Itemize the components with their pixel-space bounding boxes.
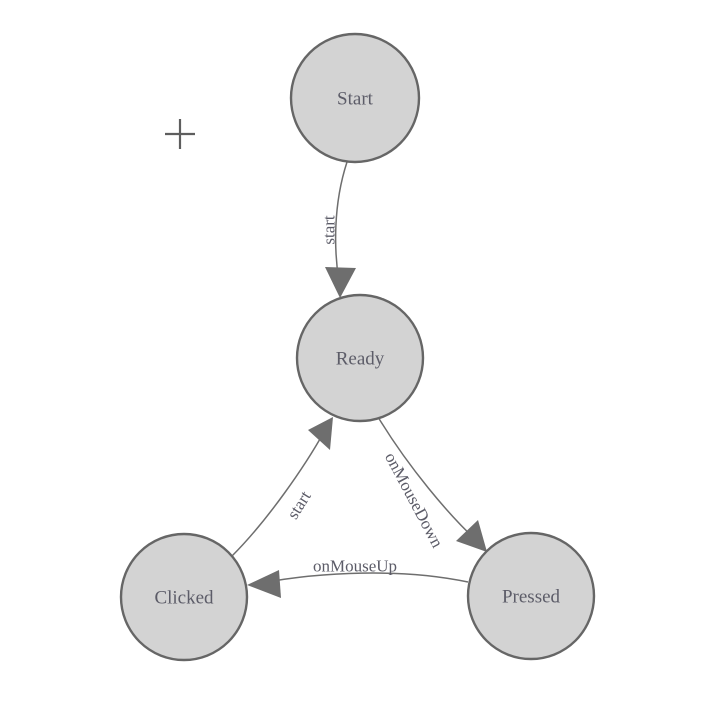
node-pressed-circle[interactable]	[466, 531, 596, 661]
node-ready-circle[interactable]	[295, 293, 425, 423]
node-clicked-label: Clicked	[154, 588, 214, 609]
edge-pressed-to-clicked-path	[261, 572, 469, 584]
edge-label-pressed-to-clicked: onMouseUp	[313, 557, 397, 576]
edge-clicked-to-ready-path	[231, 431, 325, 557]
edge-pressed-to-clicked-arrowhead	[247, 570, 281, 598]
node-start[interactable]: Start	[289, 32, 421, 164]
edge-ready-to-pressed[interactable]: onMouseDown	[377, 416, 487, 552]
node-ready[interactable]: Ready	[295, 293, 425, 423]
edge-label-clicked-to-ready: start	[283, 487, 315, 522]
node-clicked-circle[interactable]	[119, 532, 249, 662]
edge-label-ready-to-pressed: onMouseDown	[381, 449, 447, 551]
edge-clicked-to-ready[interactable]: start	[231, 417, 333, 557]
edge-ready-to-pressed-arrowhead	[456, 520, 487, 552]
edge-label-start-to-ready: start	[320, 215, 339, 245]
node-pressed-label: Pressed	[502, 587, 561, 608]
node-start-circle[interactable]	[289, 32, 421, 164]
edge-start-to-ready-arrowhead	[325, 267, 356, 298]
edge-ready-to-pressed-path	[377, 416, 477, 541]
edge-start-to-ready[interactable]: start	[320, 161, 357, 298]
node-clicked[interactable]: Clicked	[119, 532, 249, 662]
edge-clicked-to-ready-arrowhead	[308, 417, 333, 450]
crosshair-cursor-icon	[165, 119, 195, 149]
node-pressed[interactable]: Pressed	[466, 531, 596, 661]
node-start-label: Start	[337, 89, 374, 110]
node-ready-label: Ready	[336, 349, 385, 370]
edge-pressed-to-clicked[interactable]: onMouseUp	[247, 557, 469, 599]
